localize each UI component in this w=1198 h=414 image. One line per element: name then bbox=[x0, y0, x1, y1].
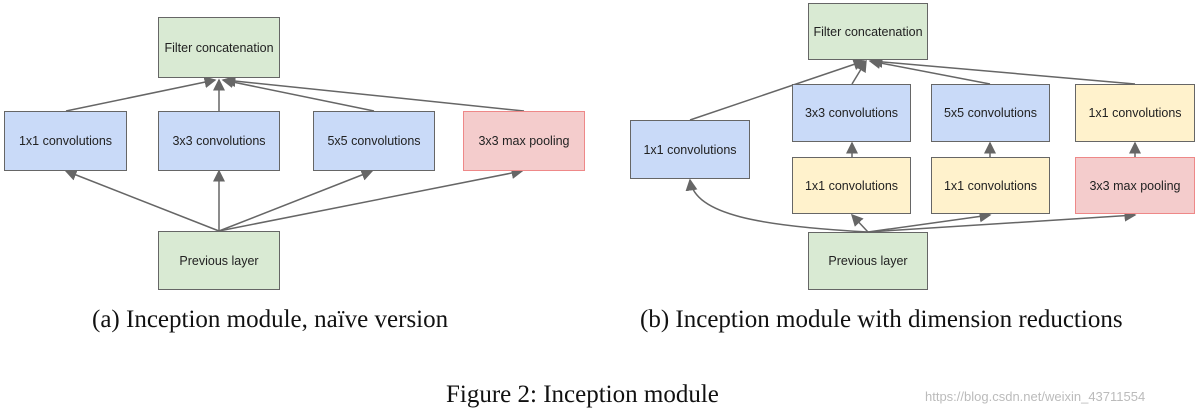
b-conv5x5: 5x5 convolutions bbox=[931, 84, 1050, 142]
b-filter-concat: Filter concatenation bbox=[808, 3, 928, 60]
b-reduce-3x3: 1x1 convolutions bbox=[792, 157, 911, 214]
watermark: https://blog.csdn.net/weixin_43711554 bbox=[925, 389, 1146, 404]
a-previous-layer: Previous layer bbox=[158, 231, 280, 290]
a-filter-concat: Filter concatenation bbox=[158, 17, 280, 78]
b-conv1x1: 1x1 convolutions bbox=[630, 120, 750, 179]
a-maxpool: 3x3 max pooling bbox=[463, 111, 585, 171]
b-pool-proj-conv1x1: 1x1 convolutions bbox=[1075, 84, 1195, 142]
figure-caption: Figure 2: Inception module bbox=[446, 381, 719, 408]
caption-b: (b) Inception module with dimension redu… bbox=[640, 306, 1123, 333]
a-conv1x1: 1x1 convolutions bbox=[4, 111, 127, 171]
b-maxpool: 3x3 max pooling bbox=[1075, 157, 1195, 214]
caption-a: (a) Inception module, naïve version bbox=[92, 306, 449, 333]
a-conv3x3: 3x3 convolutions bbox=[158, 111, 280, 171]
b-conv3x3: 3x3 convolutions bbox=[792, 84, 911, 142]
a-conv5x5: 5x5 convolutions bbox=[313, 111, 435, 171]
b-reduce-5x5: 1x1 convolutions bbox=[931, 157, 1050, 214]
b-previous-layer: Previous layer bbox=[808, 232, 928, 290]
